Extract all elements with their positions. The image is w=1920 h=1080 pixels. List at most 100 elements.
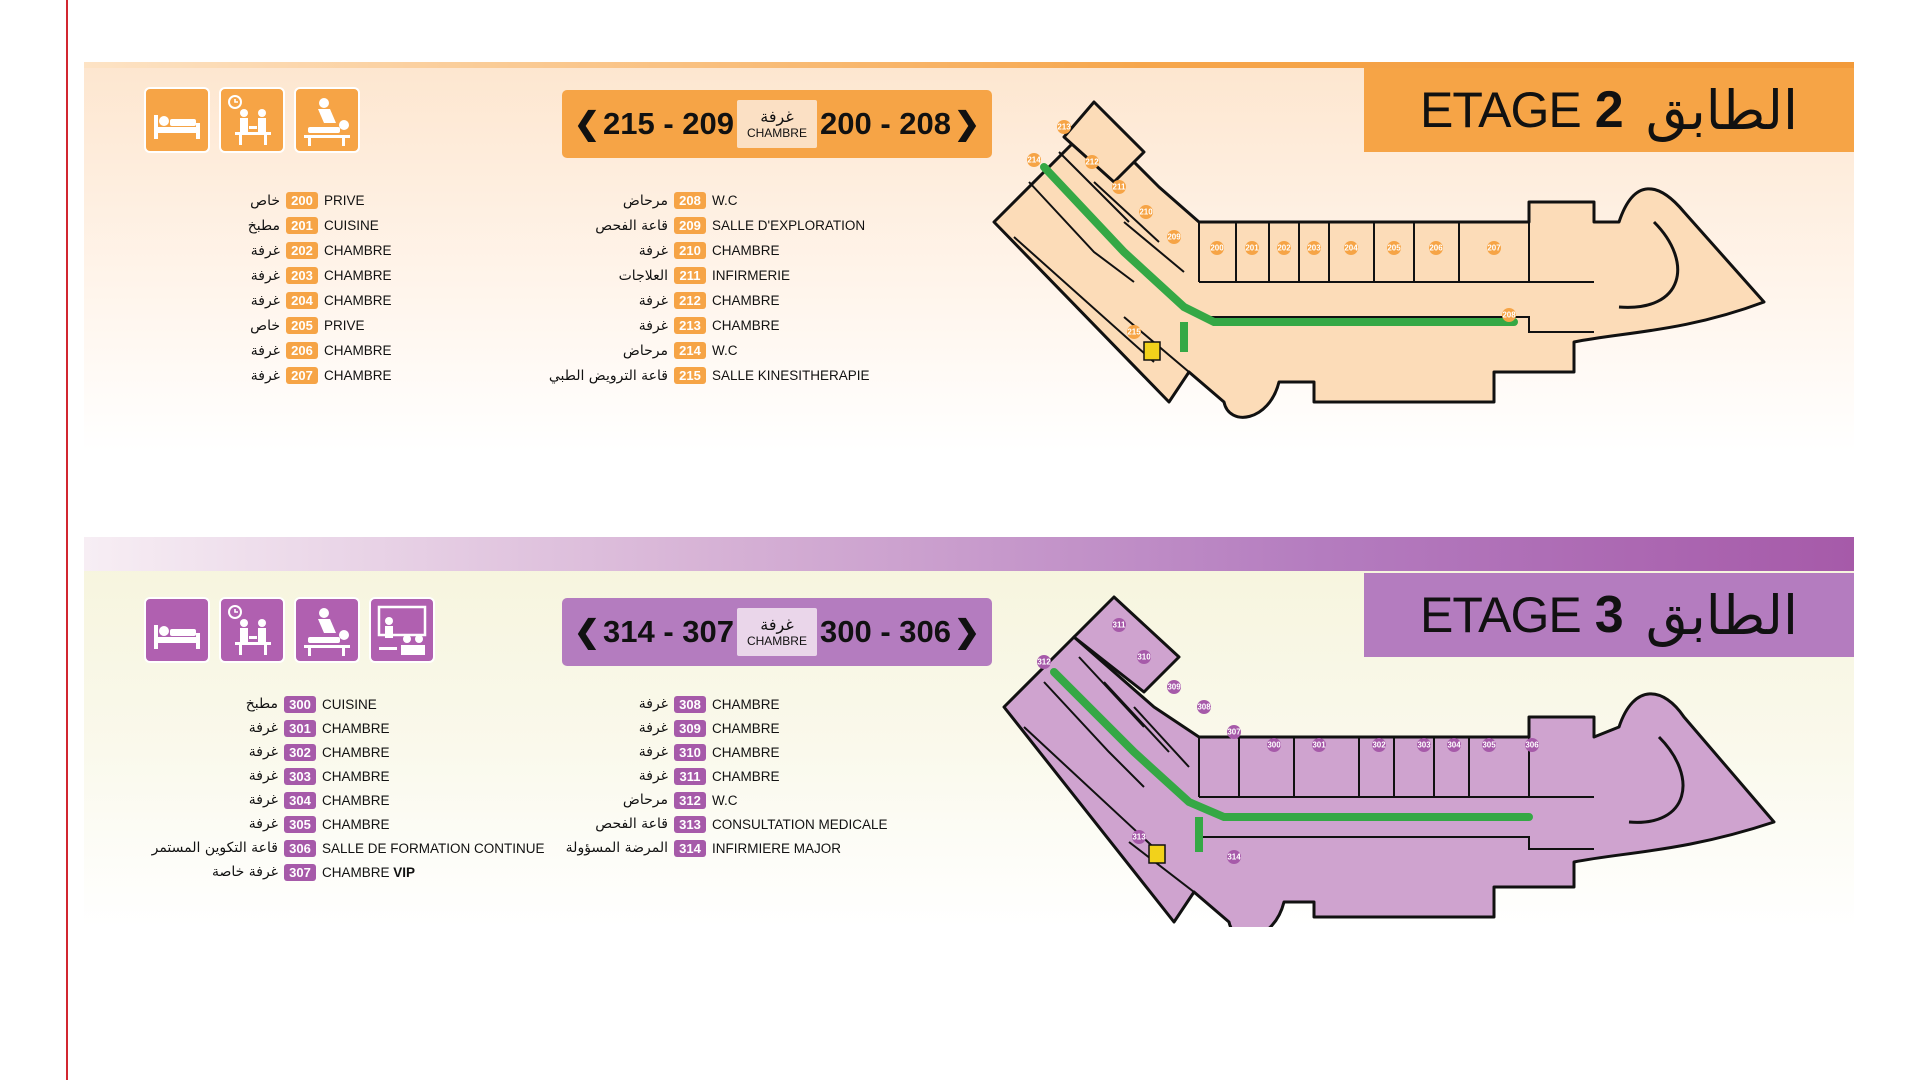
floor-2-service-icons [144,87,360,153]
direction-middle-label: غرفة CHAMBRE [736,608,817,656]
direction-middle-fr: CHAMBRE [746,126,807,140]
floor-title-fr: ETAGE [1420,587,1582,643]
map-room-label: 213 [1057,123,1071,132]
left-room-range: 314 - 307 [602,614,734,649]
direction-middle-label: غرفة CHAMBRE [736,100,817,148]
left-room-range: 215 - 209 [602,106,734,141]
floor-3-direction-sign: ❮ 314 - 307 غرفة CHAMBRE 300 - 306 ❯ [562,598,992,666]
bed-icon [144,597,210,663]
floor-2-direction-sign: ❮ 215 - 209 غرفة CHAMBRE 200 - 208 ❯ [562,90,992,158]
map-room-label: 200 [1210,244,1224,253]
map-room-label: 311 [1113,621,1126,630]
floor-3-plan-map: 311 312 310 309 308 307 300 301 302 303 … [1002,595,1776,927]
direction-middle-fr: CHAMBRE [746,634,807,648]
floor-2-plan-map: 213 212 211 210 209 214 200 201 202 203 … [992,100,1766,419]
map-room-label: 302 [1372,741,1386,750]
right-room-range: 200 - 208 [819,106,951,141]
map-room-label: 301 [1312,741,1326,750]
map-room-label: 212 [1085,158,1099,167]
map-room-label: 209 [1167,233,1181,242]
map-room-label: 203 [1307,244,1321,253]
floor-title-number: 3 [1594,586,1624,644]
map-room-label: 306 [1525,741,1539,750]
map-room-label: 210 [1139,208,1153,217]
floor-3-header-band [84,537,1854,571]
map-room-label: 312 [1037,658,1051,667]
map-room-label: 303 [1417,741,1431,750]
map-room-label: 205 [1387,244,1401,253]
physiotherapy-icon [294,597,360,663]
map-room-label: 204 [1344,244,1358,253]
map-room-label: 314 [1227,853,1241,862]
floor-title-fr: ETAGE [1420,82,1582,138]
map-room-label: 208 [1502,311,1516,320]
page-margin-line [66,0,68,1080]
map-room-label: 308 [1197,703,1211,712]
map-room-label: 313 [1132,833,1146,842]
physiotherapy-icon [294,87,360,153]
room-name-fr: CHAMBRE [322,864,390,880]
map-room-label: 310 [1137,653,1151,662]
training-icon [369,597,435,663]
floor-2-title: ETAGE 2 الطابق [1364,68,1854,152]
map-room-label: 304 [1447,741,1461,750]
consultation-icon [219,597,285,663]
map-room-label: 211 [1113,183,1126,192]
floor-3-service-icons [144,597,435,663]
floor-3-panel: ETAGE 3 الطابق ❮ 314 - 307 غرفة CHAMBRE … [84,537,1854,927]
consultation-icon [219,87,285,153]
right-room-range: 300 - 306 [819,614,951,649]
floor-2-panel: ETAGE 2 الطابق ❮ 215 - 209 غرفة CHAMBRE … [84,62,1854,452]
floor-title-ar: الطابق [1645,583,1798,647]
map-room-label: 201 [1245,244,1259,253]
floor-3-title: ETAGE 3 الطابق [1364,573,1854,657]
floor-2-header-band [84,62,1854,68]
map-room-label: 300 [1267,741,1281,750]
direction-middle-ar: غرفة [760,615,794,634]
map-room-label: 307 [1227,728,1241,737]
map-room-label: 215 [1127,328,1141,337]
right-arrow-icon: ❯ [953,614,980,649]
map-room-label: 206 [1429,244,1443,253]
map-room-label: 207 [1487,244,1501,253]
map-room-label: 309 [1167,683,1181,692]
floor-title-number: 2 [1594,81,1624,139]
left-arrow-icon: ❮ [574,614,600,649]
map-room-label: 214 [1027,156,1041,165]
floor-title-ar: الطابق [1645,78,1798,142]
direction-middle-ar: غرفة [760,107,794,126]
